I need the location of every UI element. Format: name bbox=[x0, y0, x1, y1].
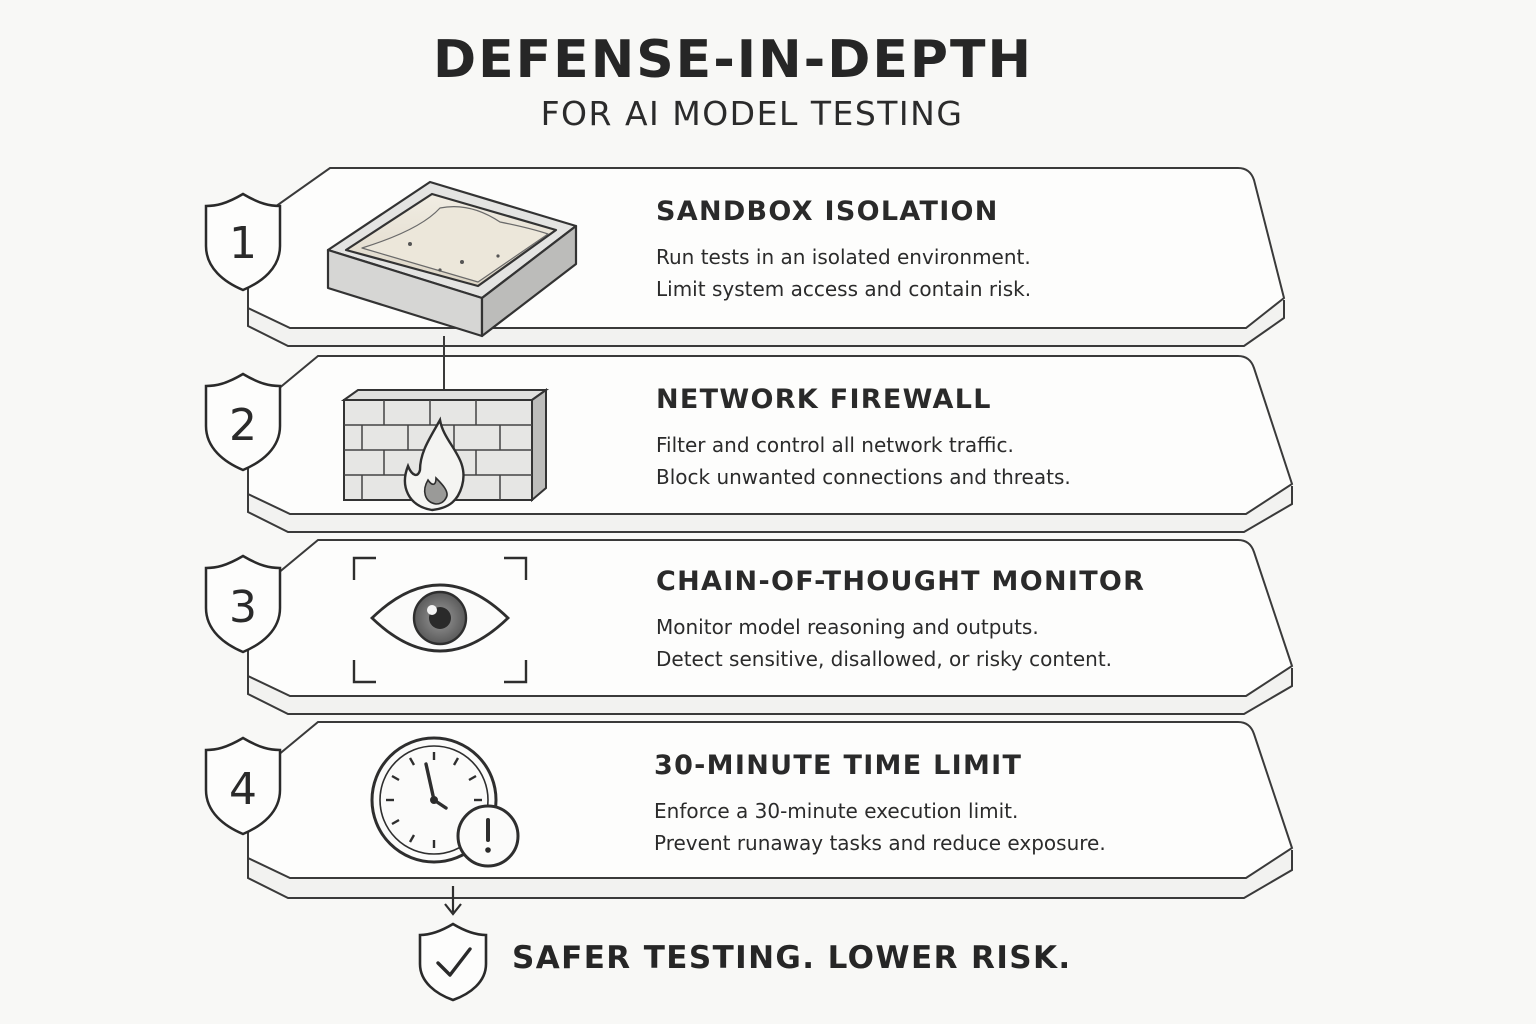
layer-description-line: Enforce a 30-minute execution limit. bbox=[654, 799, 1019, 823]
layer-title: SANDBOX ISOLATION bbox=[656, 196, 999, 227]
sandbox-icon bbox=[326, 180, 578, 338]
page-title: DEFENSE-IN-DEPTH bbox=[432, 30, 1034, 90]
layer-description-line: Monitor model reasoning and outputs. bbox=[656, 615, 1039, 639]
shield-1-icon: 1 bbox=[204, 192, 282, 292]
clock-alert-icon bbox=[370, 736, 520, 868]
layer-number: 3 bbox=[229, 582, 257, 633]
layer-title: NETWORK FIREWALL bbox=[656, 384, 992, 415]
layer-description-line: Detect sensitive, disallowed, or risky c… bbox=[656, 647, 1113, 671]
layer-number: 2 bbox=[229, 400, 257, 451]
layer-description-line: Run tests in an isolated environment. bbox=[656, 245, 1031, 269]
layer-number: 4 bbox=[229, 764, 257, 815]
down-arrow-icon bbox=[444, 886, 462, 916]
layer-description-line: Block unwanted connections and threats. bbox=[656, 465, 1071, 489]
firewall-icon bbox=[340, 388, 550, 512]
panel-3 bbox=[247, 539, 1294, 715]
shield-3-icon: 3 bbox=[204, 554, 282, 654]
shield-2-icon: 2 bbox=[204, 372, 282, 472]
eye-icon bbox=[352, 556, 528, 684]
layer-1-text: SANDBOX ISOLATION Run tests in an isolat… bbox=[656, 196, 1256, 305]
layer-title: 30-MINUTE TIME LIMIT bbox=[654, 750, 1023, 781]
layer-description-line: Limit system access and contain risk. bbox=[656, 277, 1032, 301]
page-subtitle: FOR AI MODEL TESTING bbox=[540, 94, 964, 133]
shield-4-icon: 4 bbox=[204, 736, 282, 836]
layer-4-text: 30-MINUTE TIME LIMIT Enforce a 30-minute… bbox=[654, 750, 1254, 859]
number-shields: 1 2 3 4 bbox=[204, 192, 282, 836]
layer-number: 1 bbox=[229, 218, 257, 269]
layer-title: CHAIN-OF-THOUGHT MONITOR bbox=[656, 566, 1146, 597]
layer-description-line: Prevent runaway tasks and reduce exposur… bbox=[654, 831, 1106, 855]
layer-3-text: CHAIN-OF-THOUGHT MONITOR Monitor model r… bbox=[656, 566, 1256, 675]
footer-tagline: SAFER TESTING. LOWER RISK. bbox=[512, 940, 1072, 976]
layer-description-line: Filter and control all network traffic. bbox=[656, 433, 1014, 457]
shield-check-icon bbox=[418, 922, 488, 1002]
layer-2-text: NETWORK FIREWALL Filter and control all … bbox=[656, 384, 1256, 493]
